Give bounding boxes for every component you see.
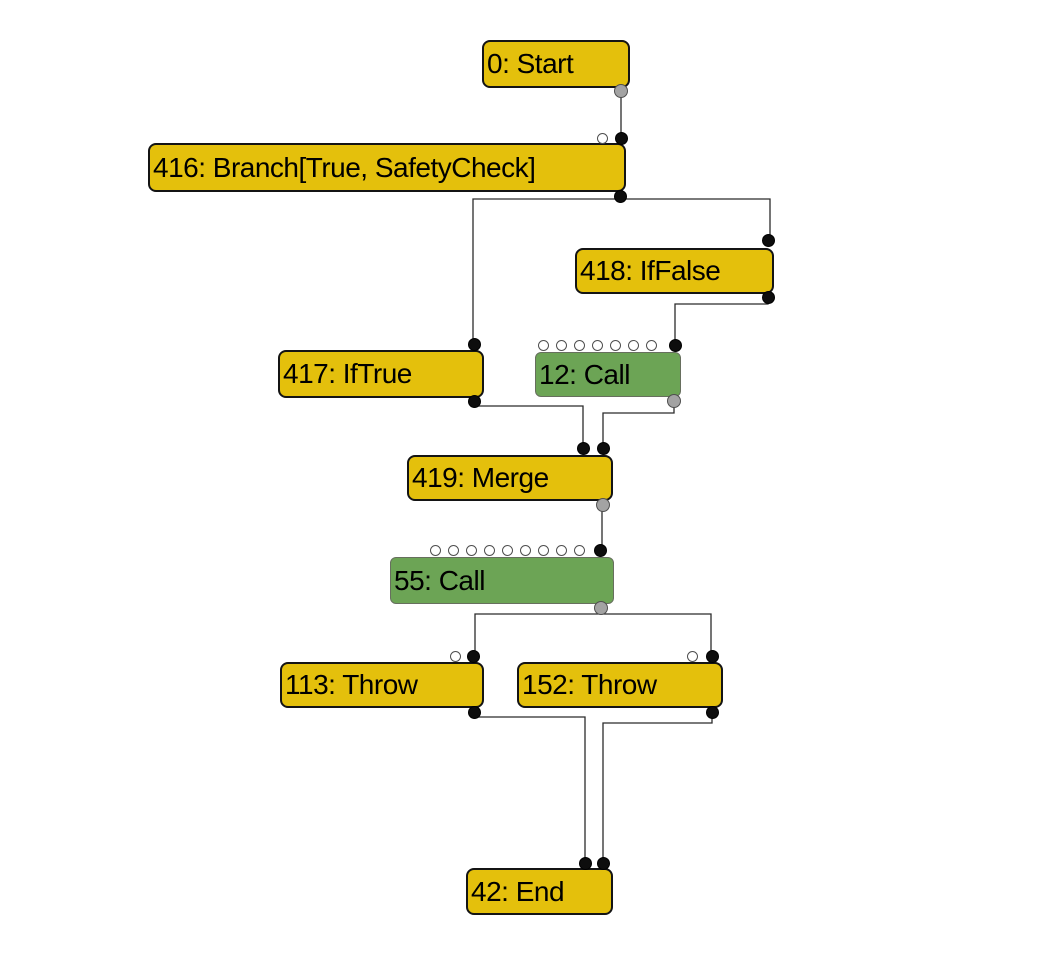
param-port[interactable] xyxy=(574,545,585,556)
node-label: 55: Call xyxy=(394,564,485,596)
input-port[interactable] xyxy=(762,234,775,247)
output-port[interactable] xyxy=(596,498,610,512)
param-port[interactable] xyxy=(520,545,531,556)
output-port[interactable] xyxy=(762,291,775,304)
param-port[interactable] xyxy=(430,545,441,556)
edge-branch-to-iffalse xyxy=(620,198,771,240)
param-port[interactable] xyxy=(484,545,495,556)
output-port[interactable] xyxy=(614,84,628,98)
param-port[interactable] xyxy=(538,340,549,351)
param-port[interactable] xyxy=(448,545,459,556)
param-port[interactable] xyxy=(628,340,639,351)
param-port[interactable] xyxy=(556,545,567,556)
node-418-iffalse[interactable]: 418: IfFalse xyxy=(575,248,774,294)
output-port[interactable] xyxy=(468,706,481,719)
node-419-merge[interactable]: 419: Merge xyxy=(407,455,613,501)
node-42-end[interactable]: 42: End xyxy=(466,868,613,915)
input-port[interactable] xyxy=(597,857,610,870)
edge-call55-to-throw113 xyxy=(474,608,602,656)
node-label: 42: End xyxy=(471,875,565,907)
input-port[interactable] xyxy=(597,442,610,455)
node-55-call[interactable]: 55: Call xyxy=(390,557,614,604)
input-port[interactable] xyxy=(577,442,590,455)
node-416-branch[interactable]: 416: Branch[True, SafetyCheck] xyxy=(148,143,626,192)
param-port[interactable] xyxy=(574,340,585,351)
node-label: 419: Merge xyxy=(412,462,549,493)
output-port[interactable] xyxy=(594,601,608,615)
node-113-throw[interactable]: 113: Throw xyxy=(280,662,484,708)
param-port[interactable] xyxy=(538,545,549,556)
node-417-iftrue[interactable]: 417: IfTrue xyxy=(278,350,484,398)
output-port[interactable] xyxy=(468,395,481,408)
node-label: 0: Start xyxy=(487,48,574,79)
output-port[interactable] xyxy=(667,394,681,408)
param-port[interactable] xyxy=(597,133,608,144)
edge-throw152-to-end xyxy=(602,712,713,863)
edge-call12-to-merge xyxy=(602,401,675,448)
param-port[interactable] xyxy=(687,651,698,662)
edge-throw113-to-end xyxy=(473,712,586,863)
node-label: 417: IfTrue xyxy=(283,358,412,389)
param-port[interactable] xyxy=(450,651,461,662)
edge-call55-to-throw152 xyxy=(601,613,712,656)
node-label: 12: Call xyxy=(539,358,630,390)
node-label: 418: IfFalse xyxy=(580,255,721,286)
input-port[interactable] xyxy=(468,338,481,351)
param-port[interactable] xyxy=(646,340,657,351)
param-port[interactable] xyxy=(466,545,477,556)
node-label: 113: Throw xyxy=(285,669,418,700)
input-port[interactable] xyxy=(706,650,719,663)
node-152-throw[interactable]: 152: Throw xyxy=(517,662,723,708)
output-port[interactable] xyxy=(706,706,719,719)
param-port[interactable] xyxy=(502,545,513,556)
param-port[interactable] xyxy=(592,340,603,351)
output-port[interactable] xyxy=(614,190,627,203)
node-12-call[interactable]: 12: Call xyxy=(535,352,681,397)
edge-iffalse-to-call12 xyxy=(674,297,769,345)
param-port[interactable] xyxy=(610,340,621,351)
node-label: 416: Branch[True, SafetyCheck] xyxy=(153,151,536,183)
input-port[interactable] xyxy=(467,650,480,663)
param-port[interactable] xyxy=(556,340,567,351)
input-port[interactable] xyxy=(594,544,607,557)
input-port[interactable] xyxy=(669,339,682,352)
node-label: 152: Throw xyxy=(522,669,657,700)
input-port[interactable] xyxy=(579,857,592,870)
edge-iftrue-to-merge xyxy=(473,401,584,448)
node-0-start[interactable]: 0: Start xyxy=(482,40,630,88)
input-port[interactable] xyxy=(615,132,628,145)
